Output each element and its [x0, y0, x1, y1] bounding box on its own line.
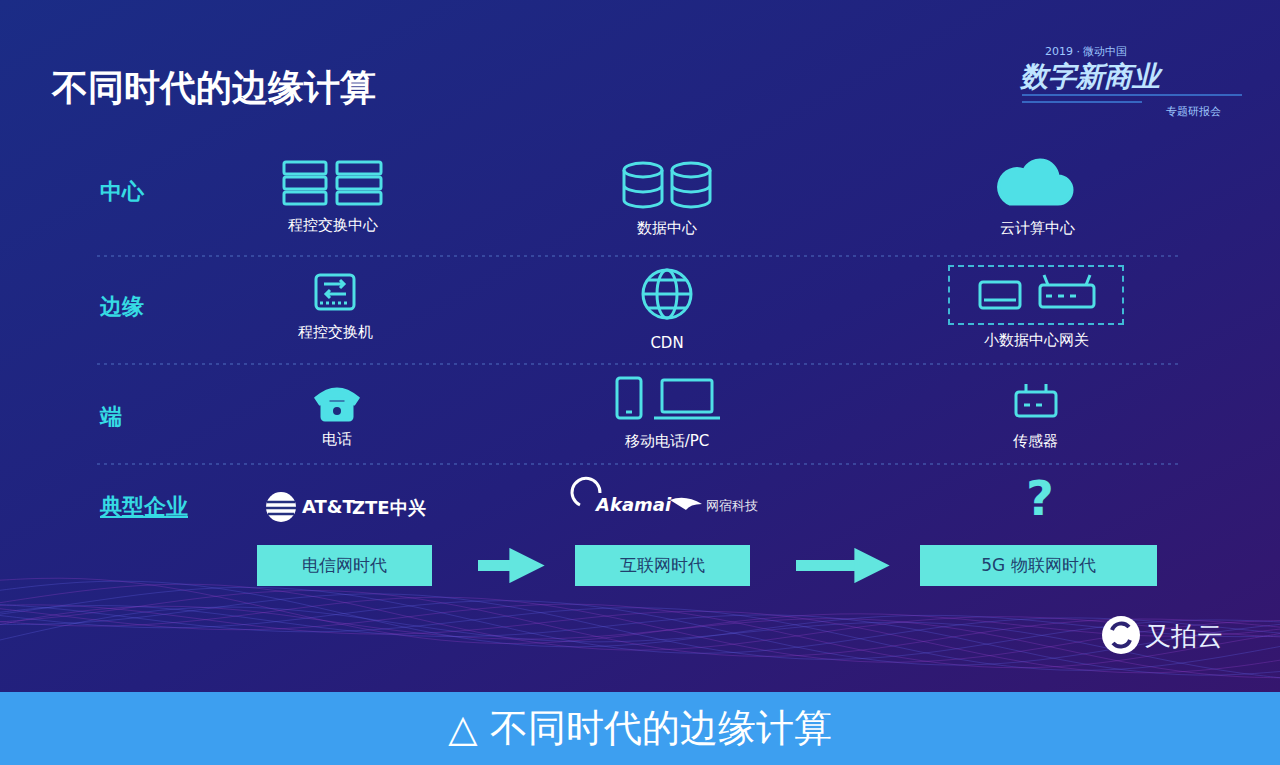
node-text: 互联网时代 [620, 554, 705, 577]
company-name: AT&T [302, 496, 355, 517]
icon-label: 数据中心 [637, 219, 697, 238]
wave-line [0, 578, 1280, 643]
company-logos [266, 478, 702, 522]
logo-text: 专题研报会 [1166, 104, 1221, 119]
gateway-group: 小数据中心网关 [948, 265, 1124, 325]
wave-line [0, 605, 1280, 671]
row-heading: 端 [100, 402, 122, 432]
gateway-icons [980, 275, 1094, 308]
device-icon [617, 378, 720, 418]
icon-label: 传感器 [1013, 432, 1058, 451]
database-icon [624, 163, 710, 207]
logo-text: 数字新商业 [1020, 58, 1160, 96]
company-name: ? [1026, 470, 1054, 526]
icon-label: CDN [650, 334, 683, 352]
node-text: 电信网时代 [302, 554, 387, 577]
row-heading: 典型企业 [100, 492, 188, 522]
caption: △ 不同时代的边缘计算 [0, 692, 1280, 765]
switch-icon [316, 275, 354, 309]
title: 不同时代的边缘计算 [52, 64, 376, 113]
icon-label: 电话 [322, 430, 352, 449]
sensor-icon [1016, 384, 1056, 416]
wave-line [0, 591, 1280, 657]
flow-arrow [796, 560, 872, 571]
cloud-icon [999, 160, 1072, 204]
logo-lines [1022, 95, 1242, 102]
upyun-logo-mark [1102, 616, 1140, 654]
logo-text: 2019 · 微动中国 [1045, 44, 1127, 59]
row-heading: 边缘 [100, 292, 144, 322]
node-text: 小数据中心网关 [984, 331, 1089, 350]
era-box: 5G 物联网时代 [920, 545, 1157, 586]
wave-line [0, 606, 1280, 678]
company-name: 网宿科技 [706, 497, 758, 515]
icon-label: 程控交换中心 [288, 216, 378, 235]
company-name: ZTE中兴 [352, 496, 426, 520]
wave-decoration [0, 578, 1280, 678]
flow-arrow [478, 560, 527, 571]
wave-line [0, 584, 1280, 650]
icon-label: 移动电话/PC [625, 432, 710, 451]
logo-text: 又拍云 [1145, 619, 1223, 654]
wave-line [0, 581, 1280, 647]
wave-line [0, 605, 1280, 673]
icon-label: 程控交换机 [298, 323, 373, 342]
icons [284, 160, 1094, 420]
globe-icon [643, 270, 691, 318]
wave-line [0, 597, 1280, 662]
row-heading: 中心 [100, 177, 144, 207]
era-box: 电信网时代 [257, 545, 432, 586]
backdrop [0, 0, 1280, 692]
server-icon [284, 162, 381, 204]
node-text: 5G 物联网时代 [981, 554, 1095, 577]
company-name: Akamai [596, 494, 671, 515]
icon-label: 云计算中心 [1000, 219, 1075, 238]
row-dividers [97, 256, 1180, 464]
era-box: 互联网时代 [575, 545, 750, 586]
phone-icon [316, 389, 358, 420]
